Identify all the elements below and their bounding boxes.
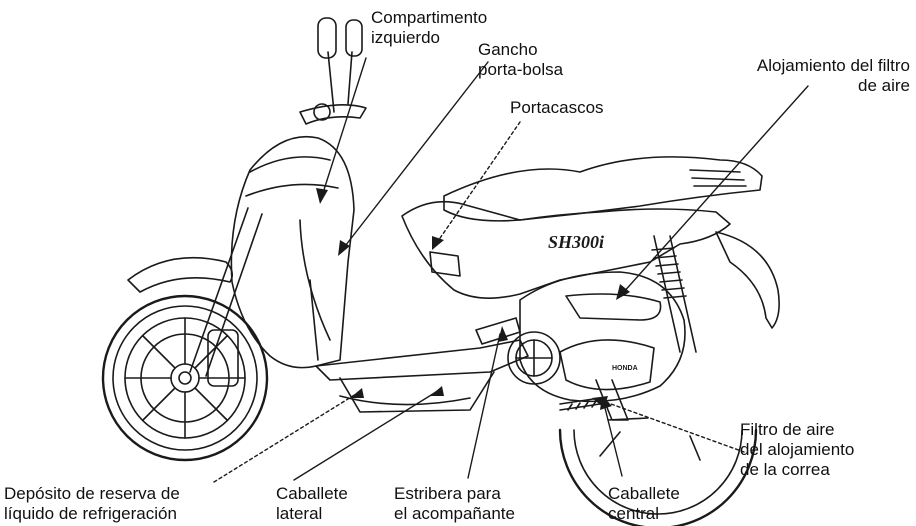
transmission-case <box>519 271 686 403</box>
label-gancho-porta-bolsa: Gancho porta-bolsa <box>478 40 564 79</box>
leader-gancho <box>341 61 489 251</box>
leader-lines <box>213 57 809 483</box>
label-alojamiento-filtro-aire: Alojamiento del filtro de aire <box>756 56 910 95</box>
label-portacascos: Portacascos <box>510 98 604 117</box>
side-body <box>401 200 731 299</box>
model-logo: SH300i <box>548 232 604 252</box>
leader-estribera <box>467 333 501 479</box>
front-wheel <box>101 294 269 462</box>
leader-filtro-correa <box>599 399 745 453</box>
rear-wheel <box>558 428 758 526</box>
floorboard <box>315 339 529 381</box>
label-estribera-acompanante: Estribera para el acompañante <box>394 484 515 523</box>
leader-compartimento <box>321 57 367 197</box>
leader-caballete-lateral <box>293 391 437 481</box>
label-filtro-aire-correa: Filtro de aire del alojamiento de la cor… <box>740 420 855 479</box>
leader-caballete-central <box>603 403 623 477</box>
leader-deposito <box>213 393 357 483</box>
brand-badge: HONDA <box>612 365 638 372</box>
cooling-fan <box>507 331 561 385</box>
leader-portacascos <box>435 121 521 245</box>
rear-fender <box>715 231 780 329</box>
label-deposito-refrigeracion: Depósito de reserva de líquido de refrig… <box>4 484 180 523</box>
passenger-footrest <box>475 317 521 345</box>
handlebar-and-fork <box>189 17 367 377</box>
front-fender <box>127 256 234 293</box>
label-compartimento-izquierdo: Compartimento izquierdo <box>371 8 488 47</box>
leader-filtro-alojamiento <box>621 85 809 295</box>
arrowheads <box>316 188 630 410</box>
label-caballete-lateral: Caballete lateral <box>276 484 348 523</box>
front-body <box>230 135 355 369</box>
label-caballete-central: Caballete central <box>608 484 680 523</box>
